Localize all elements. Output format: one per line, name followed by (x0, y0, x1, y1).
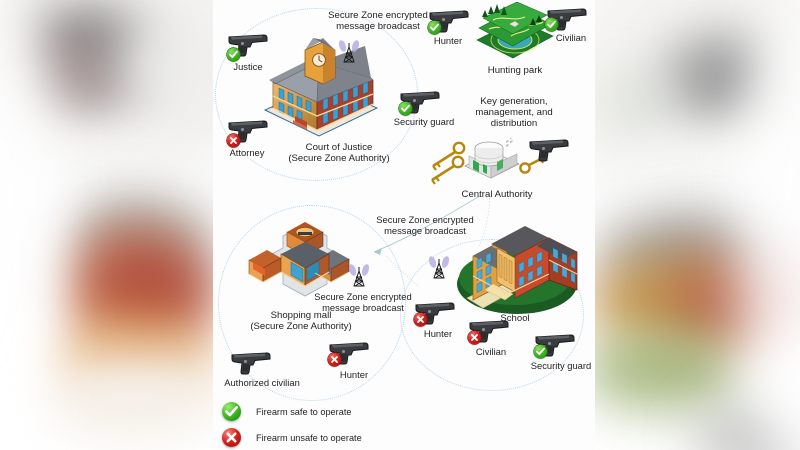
firearm-icon-central-authority (527, 133, 571, 163)
cross-circle-icon (222, 428, 241, 447)
court-of-justice-building (261, 38, 381, 140)
badge-safe-security-guard-school (534, 345, 547, 358)
label-court-of-justice: Court of Justice (Secure Zone Authority) (288, 142, 390, 165)
broadcast-label-mid: Secure Zone encrypted message broadcast (376, 214, 474, 236)
label-justice: Justice (233, 61, 263, 72)
firearm-icon-authorized-civilian (229, 346, 273, 376)
diagram-panel: Secure Zone encrypted message broadcast (213, 0, 595, 450)
broadcast-tower-icon-mall (345, 262, 373, 290)
badge-safe-security-guard-court (399, 102, 412, 115)
label-hunter-school: Hunter (423, 328, 453, 339)
badge-safe-civilian-park (545, 18, 558, 31)
label-hunter-park: Hunter (433, 35, 463, 46)
school-building (453, 216, 581, 320)
legend-row-safe: Firearm safe to operate (222, 402, 352, 421)
label-hunting-park: Hunting park (487, 65, 543, 76)
badge-unsafe-hunter-school (414, 313, 427, 326)
key-service-label: Key generation, management, and distribu… (475, 96, 553, 130)
label-central-authority: Central Authority (461, 189, 533, 200)
check-circle-icon (222, 402, 241, 421)
label-hunter-mall: Hunter (339, 369, 369, 380)
label-shopping-mall: Shopping mall (Secure Zone Authority) (250, 310, 352, 333)
broadcast-tower-icon-school (425, 254, 453, 282)
label-attorney: Attorney (229, 147, 265, 158)
zone-circle-school (400, 239, 584, 391)
shopping-mall-building (235, 208, 361, 308)
broadcast-tower-icon-court (335, 38, 363, 66)
legend-row-unsafe: Firearm unsafe to operate (222, 428, 362, 447)
label-security-guard-school: Security guard (530, 360, 592, 371)
broadcast-label-mall: Secure Zone encrypted message broadcast (314, 291, 412, 313)
blurred-background-left (0, 0, 213, 450)
label-civilian-school: Civilian (475, 346, 507, 357)
badge-unsafe-hunter-mall (328, 353, 341, 366)
label-authorized-civilian: Authorized civilian (224, 377, 300, 388)
key-icon-left-pair (425, 140, 471, 188)
label-civilian-park: Civilian (555, 32, 587, 43)
badge-safe-hunter-park (428, 21, 441, 34)
badge-unsafe-civilian-school (468, 331, 481, 344)
central-authority-building (461, 138, 523, 182)
legend-label-safe: Firearm safe to operate (256, 406, 352, 417)
label-security-guard-court: Security guard (393, 116, 455, 127)
legend-label-unsafe: Firearm unsafe to operate (256, 432, 362, 443)
label-school: School (500, 313, 530, 324)
badge-unsafe-attorney (227, 134, 240, 147)
badge-safe-justice (227, 48, 240, 61)
blurred-background-right (595, 0, 800, 450)
broadcast-label-court: Secure Zone encrypted message broadcast (328, 10, 428, 33)
